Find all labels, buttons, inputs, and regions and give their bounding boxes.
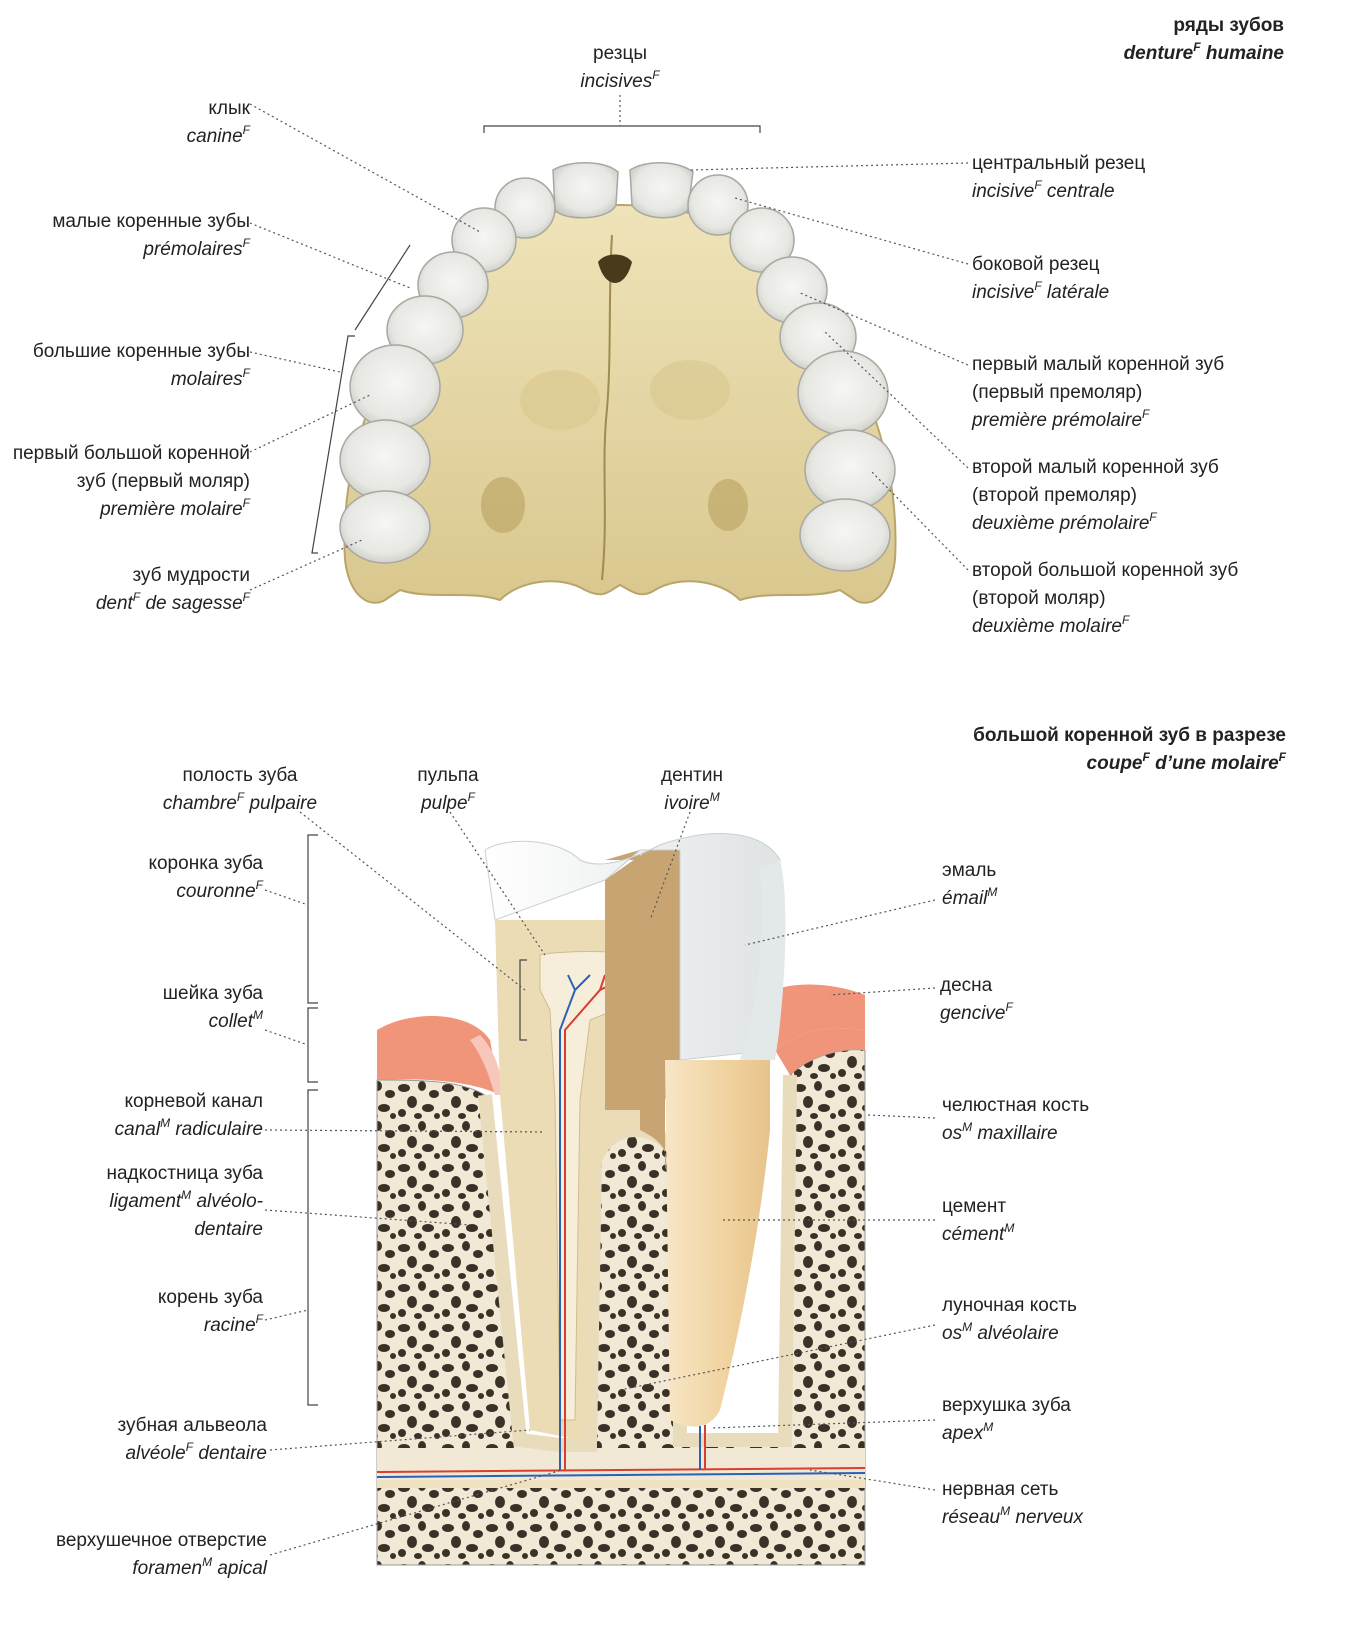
label-first-premolar: первый малый коренной зуб (первый премол…	[972, 354, 1225, 431]
label-wisdom-tooth: зуб мудрости dentF de sagesseF	[95, 565, 250, 614]
label-central-incisor: центральный резец incisiveF centrale	[972, 153, 1146, 202]
label-maxilla: челюстная кость osM maxillaire	[942, 1095, 1090, 1144]
arch-brackets	[311, 125, 761, 554]
section-leader-lines	[264, 811, 936, 1556]
label-second-molar: второй большой коренной зуб (второй моля…	[972, 560, 1239, 637]
label-pulp: пульпа pulpeF	[417, 765, 479, 814]
label-dentin: дентин ivoireM	[661, 765, 723, 814]
label-first-molar: первый большой коренной зуб (первый моля…	[12, 443, 250, 520]
label-neck: шейка зуба colletM	[162, 983, 263, 1032]
label-second-premolar: второй малый коренной зуб (второй премол…	[972, 457, 1219, 534]
label-ligament: надкостница зуба ligamentM alvéolo- dent…	[106, 1163, 264, 1240]
label-canine: клык canineF	[186, 98, 250, 147]
label-cement: цемент cémentM	[942, 1196, 1015, 1245]
label-apex: верхушка зуба apexM	[942, 1395, 1071, 1444]
label-foramen: верхушечное отверстие foramenM apical	[55, 1530, 267, 1579]
label-lateral-incisor: боковой резец incisiveF latérale	[972, 254, 1110, 303]
label-crown: коронка зуба couronneF	[148, 853, 263, 902]
label-nerve-network: нервная сеть réseauM nerveux	[942, 1479, 1083, 1528]
label-alveolar-bone: луночная кость osM alvéolaire	[942, 1295, 1077, 1344]
label-enamel: эмаль émailM	[942, 860, 998, 909]
denture-title: ряды зубов dentureF humaine	[1123, 15, 1284, 64]
label-gum: десна genciveF	[940, 975, 1013, 1024]
label-pulp-chamber: полость зуба chambreF pulpaire	[162, 765, 318, 814]
label-root: корень зуба racineF	[157, 1287, 263, 1336]
molar-section	[264, 811, 936, 1566]
section-title: большой коренной зуб в разрезе coupeF d’…	[973, 725, 1286, 774]
label-premolars: малые коренные зубы prémolairesF	[52, 211, 250, 260]
label-incisors: резцы incisivesF	[580, 43, 660, 92]
label-molars: большие коренные зубы molairesF	[32, 341, 250, 390]
label-root-canal: корневой канал canalM radiculaire	[114, 1091, 263, 1140]
label-alveolus: зубная альвеола alvéoleF dentaire	[117, 1415, 267, 1464]
arch-leader-lines	[249, 95, 969, 591]
teeth-arch	[339, 162, 896, 572]
